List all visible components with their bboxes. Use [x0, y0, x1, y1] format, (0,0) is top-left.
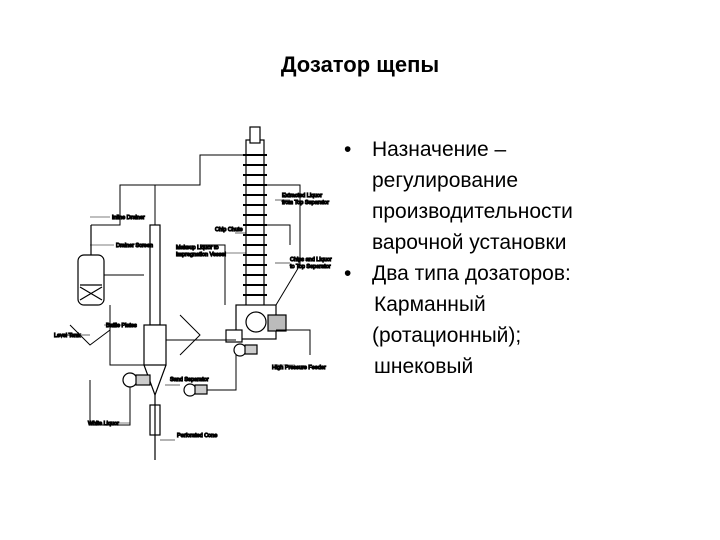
slide-title: Дозатор щепы [280, 52, 440, 77]
label-impregnation-vessel: Impregnation Vessel [176, 252, 226, 258]
label-perforated-cone: Perforated Cone [177, 433, 217, 439]
label-inline-drainer: Inline Drainer [112, 215, 145, 221]
bullet-line: производительности [372, 200, 573, 223]
label-chip-chute: Chip Chute [215, 227, 243, 233]
label-drainer-screen: Drainer Screen [116, 243, 153, 249]
top-separator-column [243, 126, 267, 331]
bullet-line: варочной установки [372, 231, 567, 254]
bullet-list: • Назначение – регулирование производите… [342, 134, 702, 382]
label-extracted-liquor: Extracted Liquor [282, 193, 322, 199]
pumps [122, 343, 258, 397]
bullet-purpose: • Назначение – регулирование производите… [342, 134, 702, 258]
label-baffle-plates: Baffle Plates [106, 323, 137, 329]
bullet-dot: • [344, 138, 352, 161]
impregnation-vessel [143, 224, 167, 460]
subline-screw: шнековый [374, 355, 474, 378]
level-tank [77, 225, 105, 306]
bullet-types: • Два типа дозаторов: [342, 258, 702, 289]
chip-feeder-diagram: Inline Drainer Drainer Screen Level Tank… [50, 125, 360, 470]
bullet-line: Два типа дозаторов: [372, 262, 571, 285]
label-white-liquor: White Liquor [88, 421, 119, 427]
bullet-dot: • [344, 262, 352, 285]
high-pressure-feeder-body [225, 304, 287, 343]
label-from-top-separator: from Top Separator [282, 200, 329, 206]
label-makeup-liquor: Makeup Liquor to [176, 245, 219, 251]
subline-rotary: (ротационный); [372, 324, 522, 347]
label-high-pressure-feeder: High Pressure Feeder [272, 365, 326, 371]
subline-pocket: Карманный [374, 293, 486, 316]
label-sand-separator: Sand Separator [170, 377, 209, 383]
bullet-line: регулирование [372, 169, 519, 192]
label-chips-and-liquor: Chips and Liquor [290, 257, 332, 263]
label-to-top-separator: to Top Separator [290, 264, 331, 270]
bullet-line: Назначение – [372, 138, 507, 161]
label-leaders [78, 199, 295, 441]
label-level-tank: Level Tank [54, 333, 80, 339]
piping [60, 154, 311, 426]
